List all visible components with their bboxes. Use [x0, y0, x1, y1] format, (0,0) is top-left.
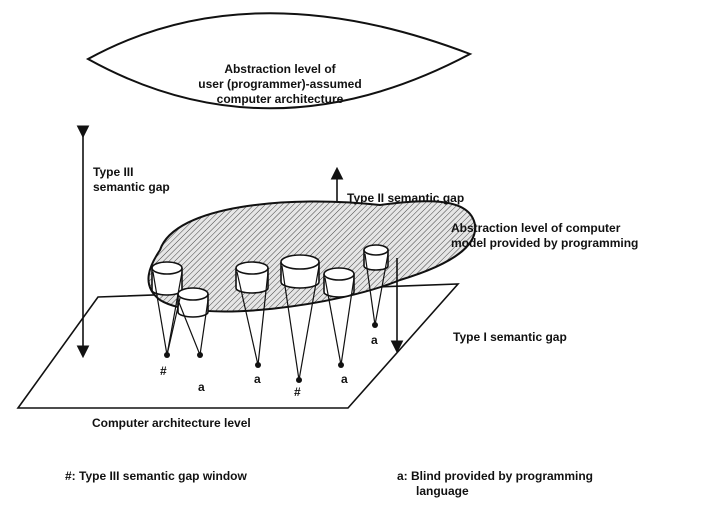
window-marker-1: # [160, 364, 167, 379]
blind-marker-3: a [341, 372, 348, 387]
legend-blind-line-2: language [397, 484, 593, 499]
type3-label-line-1: Type III [93, 165, 170, 180]
plane-label: Computer architecture level [92, 416, 251, 431]
model-label-line-2: model provided by programming [451, 236, 638, 251]
window-marker-2: # [294, 385, 301, 400]
blind-marker-2: a [254, 372, 261, 387]
lens-label: Abstraction level of user (programmer)-a… [170, 62, 390, 107]
blind-marker-4: a [371, 333, 378, 348]
legend-blind: a: Blind provided by programming languag… [397, 469, 593, 499]
legend-blind-line-1: a: Blind provided by programming [397, 469, 593, 484]
legend-window: #: Type III semantic gap window [65, 469, 247, 484]
type3-label-line-2: semantic gap [93, 180, 170, 195]
type1-label: Type I semantic gap [453, 330, 567, 345]
cylinder-6 [364, 245, 388, 270]
cylinder-5 [324, 268, 354, 297]
lens-label-line-1: Abstraction level of [170, 62, 390, 77]
cylinder-4 [281, 255, 319, 288]
lens-label-line-2: user (programmer)-assumed [170, 77, 390, 92]
type2-label: Type II semantic gap [347, 191, 464, 206]
model-label-line-1: Abstraction level of computer [451, 221, 638, 236]
type3-label: Type III semantic gap [93, 165, 170, 195]
lens-label-line-3: computer architecture [170, 92, 390, 107]
blind-marker-1: a [198, 380, 205, 395]
model-label: Abstraction level of computer model prov… [451, 221, 638, 251]
